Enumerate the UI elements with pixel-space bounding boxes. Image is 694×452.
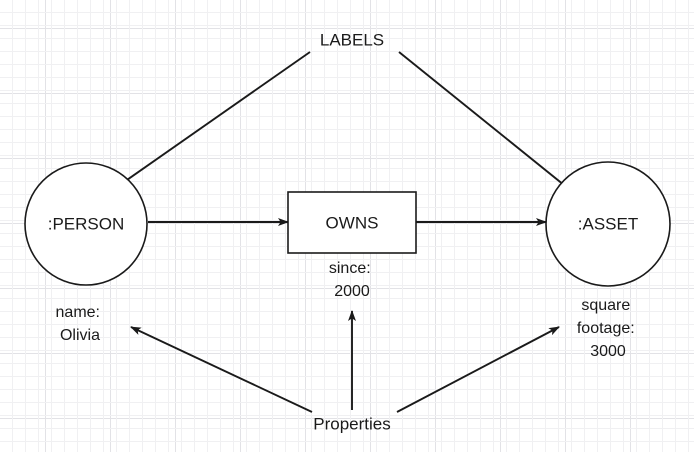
node-person-circle[interactable]	[24, 162, 148, 286]
annotation-asset-properties: square footage: 3000	[577, 297, 639, 360]
labels-title: LABELS	[320, 31, 384, 50]
edge-labels-to-person	[103, 51, 311, 197]
edge-properties-to-name	[130, 326, 313, 413]
annotation-owns-properties: since: 2000	[329, 260, 375, 300]
node-owns-rect[interactable]	[287, 191, 417, 254]
node-asset-circle[interactable]	[545, 161, 671, 287]
node-asset-label: :ASSET	[578, 215, 638, 234]
annotation-owns-line-2: 2000	[334, 283, 370, 300]
edge-properties-to-footage	[396, 326, 560, 413]
annotation-asset-line-2: footage:	[577, 320, 635, 337]
node-owns-label: OWNS	[326, 214, 379, 233]
properties-title: Properties	[313, 415, 390, 434]
annotation-person-line-1: name:	[56, 304, 100, 321]
annotation-person-line-2: Olivia	[60, 327, 100, 344]
annotation-person-properties: name: Olivia	[56, 304, 105, 344]
annotation-asset-line-1: square	[581, 297, 630, 314]
annotation-owns-line-1: since:	[329, 260, 371, 277]
edge-labels-to-asset	[398, 51, 591, 207]
annotation-asset-line-3: 3000	[590, 343, 626, 360]
node-person-label: :PERSON	[48, 215, 125, 234]
